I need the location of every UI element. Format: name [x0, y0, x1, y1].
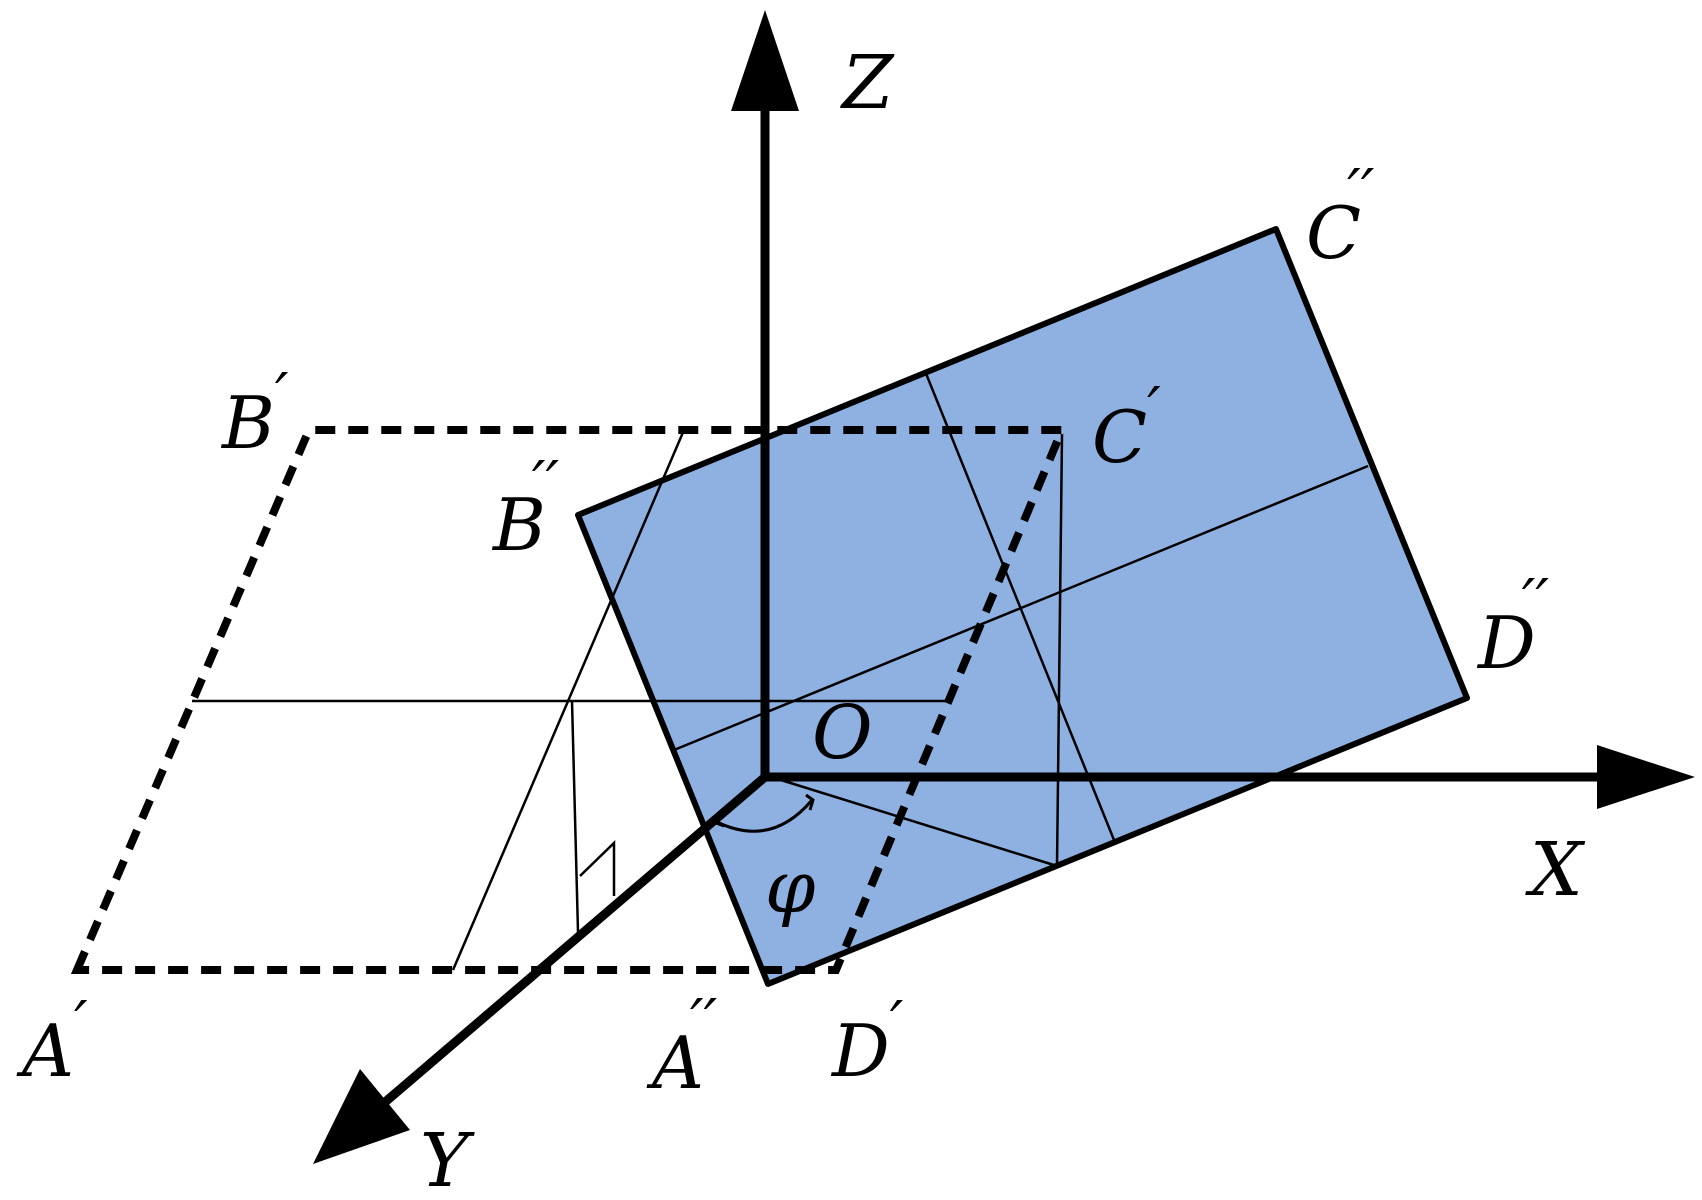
x-axis-label: X [1525, 827, 1586, 913]
point-label-c-double-prime: C′′ [1306, 157, 1375, 275]
phi-angle-arc [707, 793, 815, 833]
y-axis [367, 773, 768, 1119]
point-label-c-prime: C′ [1092, 375, 1161, 479]
x-axis-arrowhead [1597, 745, 1695, 809]
y-axis-arrowhead [313, 1069, 410, 1164]
z-axis-label: Z [840, 40, 895, 126]
point-label-a-prime: A′ [16, 989, 88, 1093]
point-label-d-double-prime: D′′ [1476, 567, 1549, 685]
point-label-b-prime: B′ [220, 361, 289, 465]
right-angle-mark [579, 840, 616, 896]
perpendicular-line [570, 700, 580, 933]
point-label-b-double-prime: B′′ [491, 449, 560, 567]
angle-phi-label: φ [765, 845, 816, 929]
ray-to-plane-edge [767, 774, 1058, 868]
point-label-d-prime: D′ [830, 989, 904, 1093]
point-label-a-double-prime: A′′ [646, 987, 718, 1105]
y-axis-label: Y [420, 1118, 475, 1200]
original-plane-dashed [70, 426, 1069, 974]
plane-midline-vertical [923, 370, 1116, 841]
construction-lines [192, 370, 1369, 971]
z-axis-arrowhead [731, 10, 799, 111]
slant-line [451, 429, 686, 971]
projection-line-c [1055, 433, 1064, 867]
origin-label: O [812, 690, 873, 776]
